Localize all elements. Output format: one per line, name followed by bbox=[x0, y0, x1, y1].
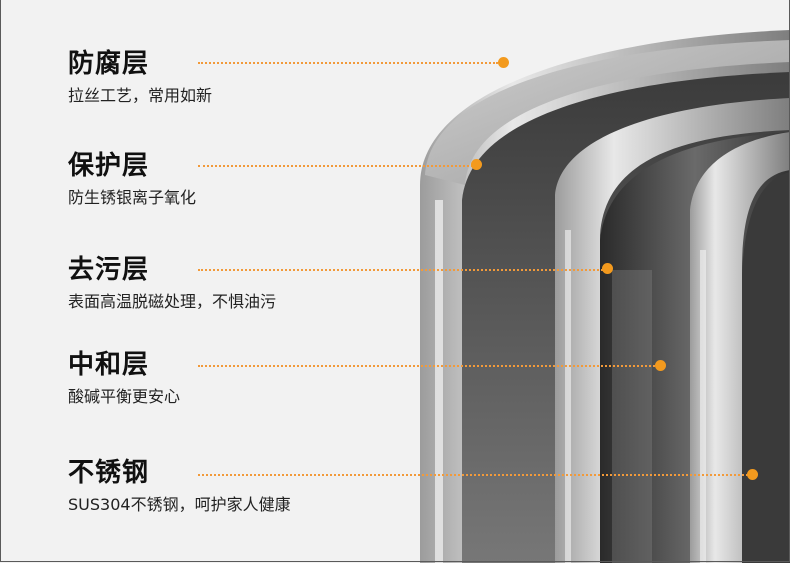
layer-title: 去污层 bbox=[68, 255, 150, 285]
layer-desc: 表面高温脱磁处理，不惧油污 bbox=[68, 292, 277, 311]
wall-2 bbox=[555, 98, 790, 563]
marker-dot bbox=[471, 159, 482, 170]
layer-title: 中和层 bbox=[68, 350, 150, 380]
layer-anticorrosion: 防腐层 拉丝工艺，常用如新 bbox=[68, 49, 212, 107]
wall-3 bbox=[690, 132, 790, 563]
layer-title: 不锈钢 bbox=[68, 458, 150, 488]
layer-title: 防腐层 bbox=[68, 49, 150, 79]
leader-line bbox=[198, 269, 603, 271]
layer-desc: 酸碱平衡更安心 bbox=[68, 387, 181, 406]
layer-title: 保护层 bbox=[68, 151, 150, 181]
outer-rim bbox=[425, 40, 790, 185]
leader-line bbox=[198, 165, 473, 167]
layer-protective: 保护层 防生锈银离子氧化 bbox=[68, 151, 196, 209]
layer-desc: 防生锈银离子氧化 bbox=[68, 188, 197, 207]
layer-neutralizing: 中和层 酸碱平衡更安心 bbox=[68, 350, 180, 408]
leader-line bbox=[198, 62, 498, 64]
marker-dot bbox=[747, 469, 758, 480]
marker-dot bbox=[602, 263, 613, 274]
wall-3-face bbox=[742, 172, 790, 563]
layer-stain-resistant: 去污层 表面高温脱磁处理，不惧油污 bbox=[68, 255, 276, 313]
layer-desc: SUS304不锈钢，呵护家人健康 bbox=[68, 495, 291, 514]
layer-stainless-steel: 不锈钢 SUS304不锈钢，呵护家人健康 bbox=[68, 458, 291, 516]
leader-line bbox=[198, 365, 655, 367]
marker-dot bbox=[655, 360, 666, 371]
layer-desc: 拉丝工艺，常用如新 bbox=[68, 86, 213, 105]
marker-dot bbox=[498, 57, 509, 68]
leader-line bbox=[198, 474, 748, 476]
